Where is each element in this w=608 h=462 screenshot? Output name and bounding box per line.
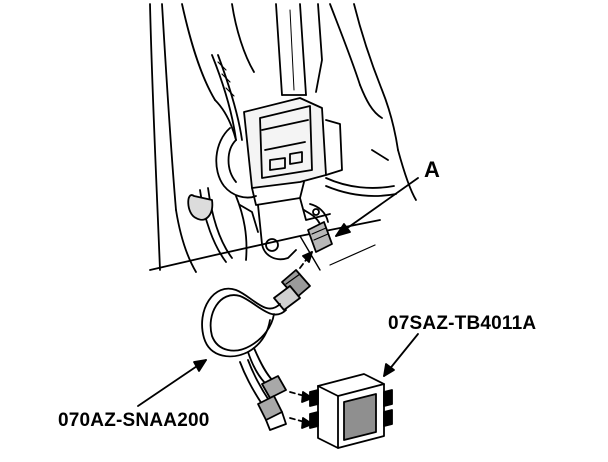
tester-connectors: [257, 375, 287, 431]
wire-loom-left: [187, 54, 248, 263]
connector-a: [307, 221, 333, 253]
mounting-pillar: [275, 3, 323, 96]
sub-harness-cable: [201, 287, 287, 405]
callout-harness-leader: [137, 359, 207, 407]
tester-part-number-label: 07SAZ-TB4011A: [388, 313, 537, 334]
tester-box: [309, 373, 393, 449]
lower-bracket: [239, 181, 331, 261]
wire-loom-right: [303, 177, 397, 225]
callout-a-arrowhead: [335, 223, 351, 237]
callout-a-leader: [335, 177, 419, 237]
harness-part-number-label: 070AZ-SNAA200: [58, 410, 210, 431]
connector-a-label: A: [424, 157, 441, 182]
control-unit: [215, 97, 343, 199]
